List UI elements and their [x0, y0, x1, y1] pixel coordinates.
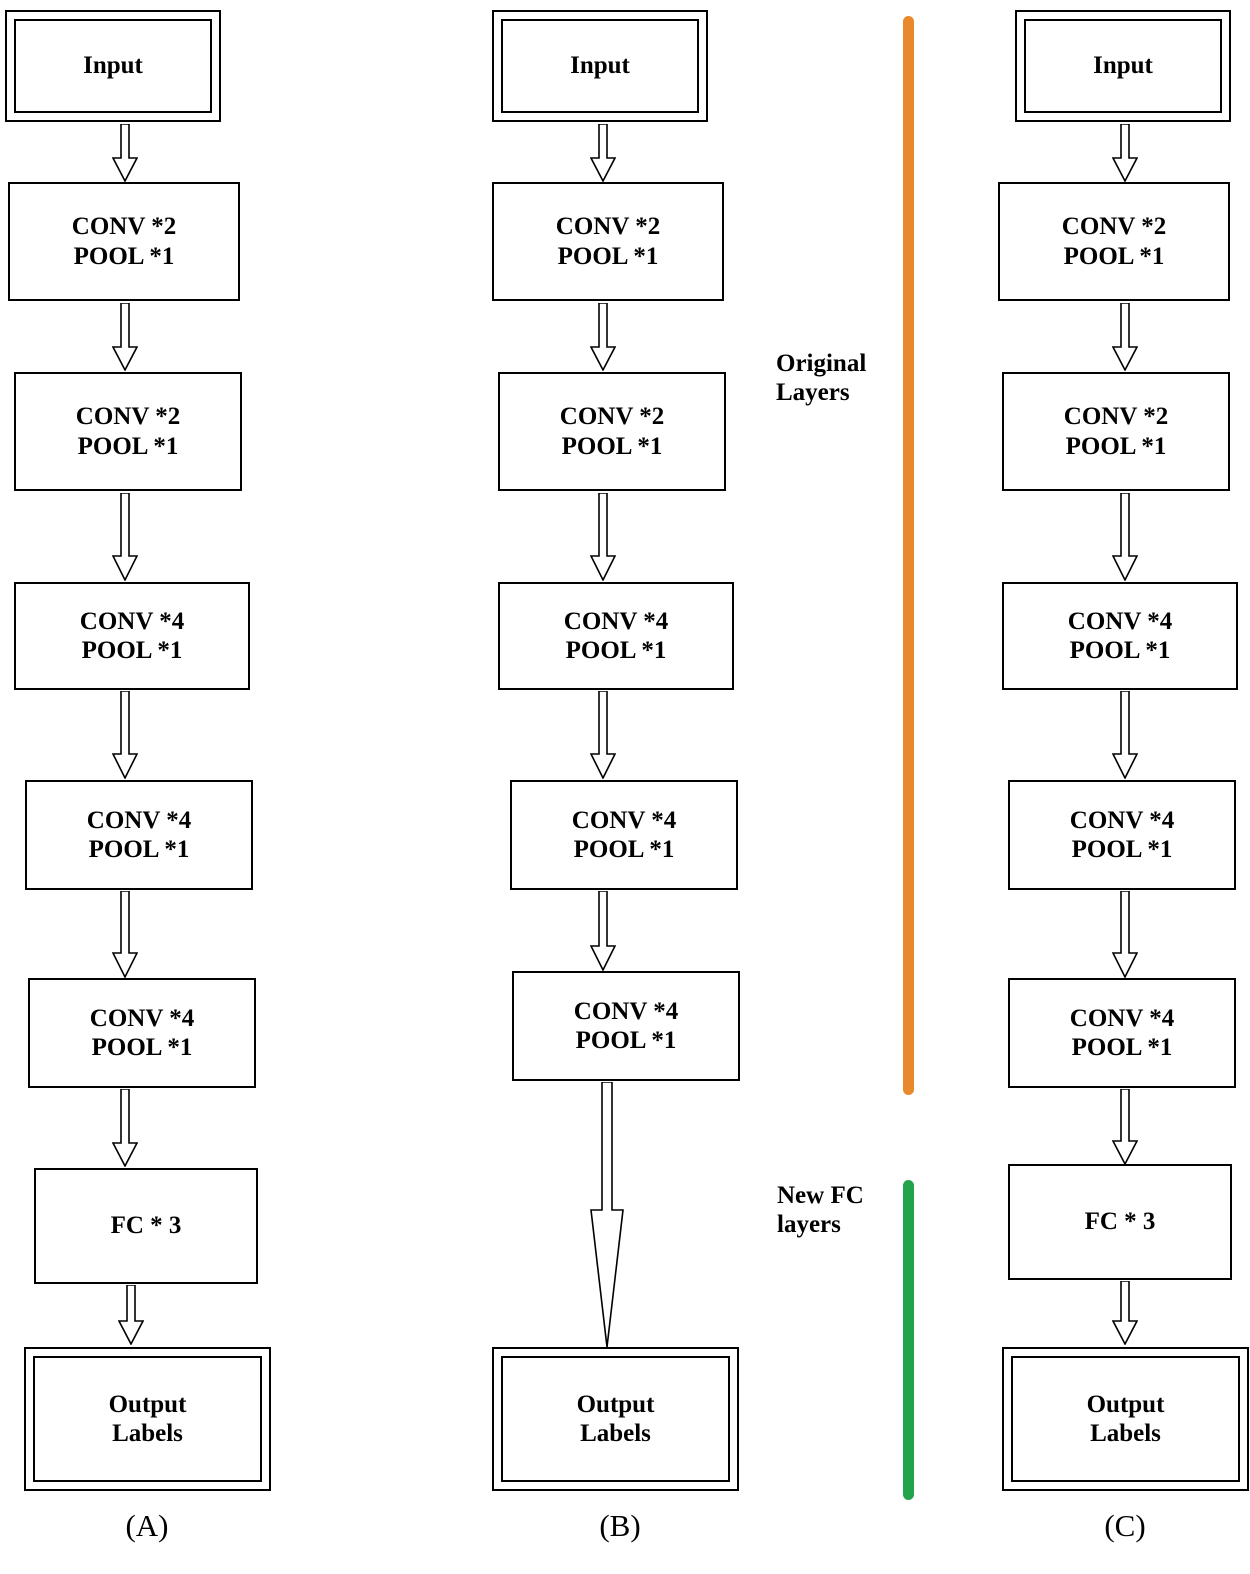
arrow-c-7: [1112, 1281, 1138, 1345]
arrow-b-2: [590, 303, 616, 371]
node-c-output: Output Labels: [1002, 1347, 1249, 1491]
node-a-output-label: Output Labels: [108, 1390, 187, 1448]
arrow-a-2: [112, 303, 138, 371]
node-a-conv-block-1-label: CONV *2 POOL *1: [71, 213, 177, 270]
node-b-input-label: Input: [570, 52, 630, 80]
node-c-conv-block-1: CONV *2 POOL *1: [998, 182, 1230, 301]
arrow-b-4: [590, 691, 616, 779]
node-b-output: Output Labels: [492, 1347, 739, 1491]
node-a-conv-block-5-label: CONV *4 POOL *1: [89, 1004, 195, 1062]
arrow-c-4: [1112, 691, 1138, 779]
node-b-conv-block-4: CONV *4 POOL *1: [510, 780, 738, 890]
node-a-conv-block-2: CONV *2 POOL *1: [14, 372, 242, 491]
node-b-output-label: Output Labels: [576, 1390, 655, 1448]
arrow-c-1: [1112, 124, 1138, 182]
node-b-conv-block-5-label: CONV *4 POOL *1: [573, 997, 679, 1055]
new-fc-layers-bar: [903, 1180, 914, 1500]
node-a-fc-block: FC * 3: [34, 1168, 258, 1284]
arrow-b-3: [590, 493, 616, 581]
node-b-conv-block-1: CONV *2 POOL *1: [492, 182, 724, 301]
node-a-output: Output Labels: [24, 1347, 271, 1491]
node-a-fc-block-label: FC * 3: [110, 1212, 182, 1240]
node-c-fc-block-label: FC * 3: [1084, 1208, 1156, 1236]
node-a-conv-block-4: CONV *4 POOL *1: [25, 780, 253, 890]
node-b-conv-block-2: CONV *2 POOL *1: [498, 372, 726, 491]
node-c-conv-block-5-label: CONV *4 POOL *1: [1069, 1004, 1175, 1062]
node-c-fc-block: FC * 3: [1008, 1164, 1232, 1280]
arrow-c-3: [1112, 493, 1138, 581]
node-c-conv-block-3: CONV *4 POOL *1: [1002, 582, 1238, 690]
node-c-conv-block-2-label: CONV *2 POOL *1: [1063, 403, 1169, 460]
arrow-b-6: [590, 1082, 624, 1348]
node-c-conv-block-5: CONV *4 POOL *1: [1008, 978, 1236, 1088]
node-c-output-label: Output Labels: [1086, 1390, 1165, 1448]
arrow-a-5: [112, 891, 138, 978]
arrow-b-1: [590, 124, 616, 182]
node-a-conv-block-3-label: CONV *4 POOL *1: [79, 607, 185, 665]
arrow-c-6: [1112, 1089, 1138, 1165]
node-b-conv-block-5: CONV *4 POOL *1: [512, 971, 740, 1081]
original-layers-bar: [903, 16, 914, 1095]
node-a-conv-block-2-label: CONV *2 POOL *1: [75, 403, 181, 460]
node-b-output-inner-border: [501, 1356, 730, 1482]
arrow-a-4: [112, 691, 138, 779]
caption-b: (B): [599, 1508, 641, 1543]
node-c-output-inner-border: [1011, 1356, 1240, 1482]
node-b-conv-block-1-label: CONV *2 POOL *1: [555, 213, 661, 270]
node-b-conv-block-2-label: CONV *2 POOL *1: [559, 403, 665, 460]
node-a-conv-block-5: CONV *4 POOL *1: [28, 978, 256, 1088]
node-a-conv-block-3: CONV *4 POOL *1: [14, 582, 250, 690]
caption-c: (C): [1104, 1508, 1146, 1543]
arrow-a-1: [112, 124, 138, 182]
node-c-conv-block-3-label: CONV *4 POOL *1: [1067, 607, 1173, 665]
original-layers-label: Original Layers: [776, 350, 867, 406]
node-b-conv-block-4-label: CONV *4 POOL *1: [571, 806, 677, 864]
node-c-input-label: Input: [1093, 52, 1153, 80]
node-a-input: Input: [5, 10, 221, 122]
node-c-conv-block-1-label: CONV *2 POOL *1: [1061, 213, 1167, 270]
arrow-b-5: [590, 891, 616, 971]
node-a-output-inner-border: [33, 1356, 262, 1482]
node-c-input: Input: [1015, 10, 1231, 122]
node-b-input: Input: [492, 10, 708, 122]
arrow-c-2: [1112, 303, 1138, 371]
node-b-conv-block-3-label: CONV *4 POOL *1: [563, 607, 669, 665]
node-c-input-inner-border: [1024, 19, 1222, 113]
node-b-conv-block-3: CONV *4 POOL *1: [498, 582, 734, 690]
node-b-input-inner-border: [501, 19, 699, 113]
arrow-a-6: [112, 1089, 138, 1167]
node-c-conv-block-2: CONV *2 POOL *1: [1002, 372, 1230, 491]
node-a-input-label: Input: [83, 52, 143, 80]
node-a-conv-block-1: CONV *2 POOL *1: [8, 182, 240, 301]
arrow-a-3: [112, 493, 138, 581]
node-c-conv-block-4: CONV *4 POOL *1: [1008, 780, 1236, 890]
arrow-c-5: [1112, 891, 1138, 978]
node-c-conv-block-4-label: CONV *4 POOL *1: [1069, 806, 1175, 864]
caption-a: (A): [125, 1508, 169, 1543]
arrow-a-7: [118, 1285, 144, 1345]
node-a-conv-block-4-label: CONV *4 POOL *1: [86, 806, 192, 864]
node-a-input-inner-border: [14, 19, 212, 113]
new-fc-layers-label: New FC layers: [777, 1182, 864, 1238]
